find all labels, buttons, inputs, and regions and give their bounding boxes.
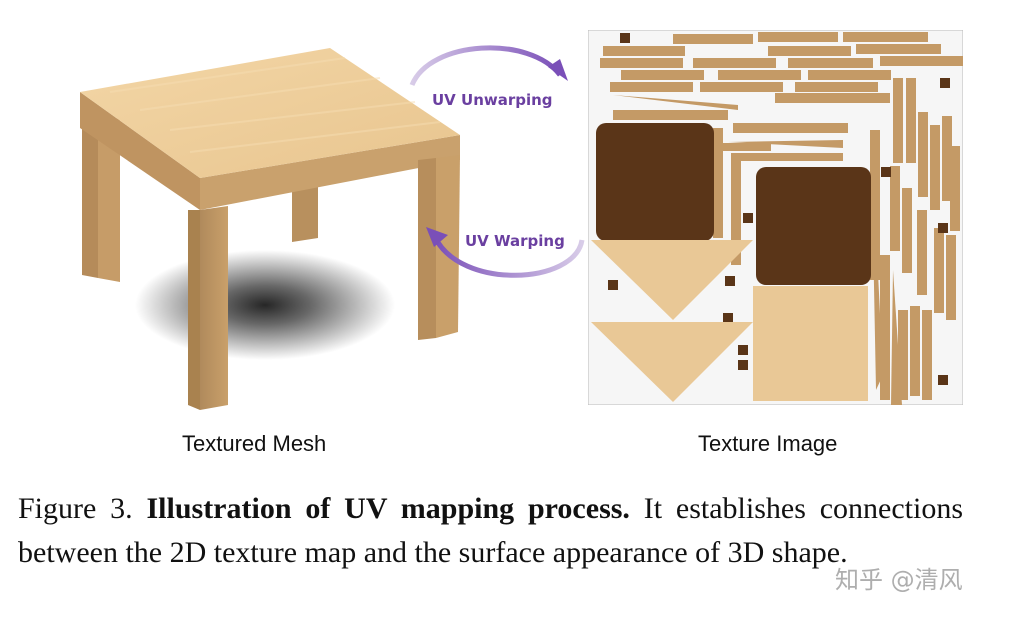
caption-body: It establishes connections between the 2…: [18, 492, 963, 569]
uv-arrows: [409, 45, 585, 278]
textured-mesh-image: [80, 48, 460, 410]
caption-prefix: Figure 3.: [18, 492, 147, 525]
texture-image: [588, 30, 963, 405]
warp-arrow-icon: [432, 235, 585, 278]
caption-title: Illustration of UV mapping process.: [146, 492, 630, 525]
uv-warping-label: UV Warping: [465, 232, 565, 250]
texture-image-label: Texture Image: [698, 431, 838, 456]
textured-mesh-label: Textured Mesh: [182, 431, 327, 456]
watermark: 知乎 @清风: [835, 566, 963, 594]
figure-caption: Figure 3. Illustration of UV mapping pro…: [18, 487, 963, 575]
unwarp-arrow-icon: [409, 45, 562, 87]
uv-unwarping-label: UV Unwarping: [432, 91, 553, 109]
